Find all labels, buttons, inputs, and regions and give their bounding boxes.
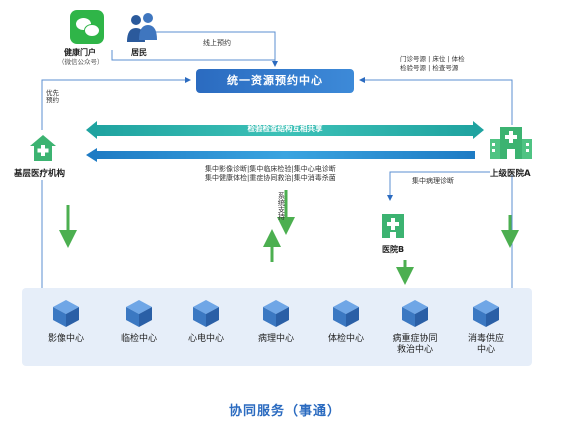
center-cube-icon	[126, 300, 152, 327]
band1-left-head	[86, 121, 97, 139]
portal-subtitle: （微信公众号）	[58, 58, 104, 66]
online-booking-label: 线上预约	[203, 39, 231, 47]
center-cube-icon	[193, 300, 219, 327]
center-label: 消毒供应 中心	[467, 334, 504, 356]
unified-booking-center: 统一资源预约中心	[196, 69, 354, 93]
resources-line1: 门诊号源 | 床位 | 体检	[400, 55, 465, 63]
band2-left-head	[86, 148, 97, 162]
center-label: 心电中心	[187, 334, 224, 344]
priority-booking-label: 优先预约	[46, 89, 59, 104]
upper-hospital-icon	[490, 127, 532, 159]
service-list-line2: 集中健康体检|重症协同救治|集中消毒杀菌	[205, 174, 336, 182]
lower-band	[95, 151, 475, 159]
primary-care-icon	[30, 135, 56, 161]
diagram-caption: 协同服务（事通）	[228, 404, 341, 419]
resources-line2: 检验号源 | 检查号源	[400, 64, 459, 72]
residents-label: 居民	[131, 48, 147, 57]
hospital-a-to-b-line	[387, 171, 490, 201]
portal-name: 健康门户	[64, 48, 96, 57]
sharing-band-label: 检验检查结构互相共享	[247, 124, 323, 133]
band1-right-head	[473, 121, 484, 139]
primary-care-label: 基层医疗机构	[14, 169, 66, 179]
center-label: 临检中心	[120, 334, 157, 344]
residents-icon	[127, 13, 157, 42]
center-label: 病理中心	[257, 334, 294, 344]
center-cube-icon	[473, 300, 499, 327]
hospital-b-label: 医院B	[382, 245, 405, 254]
center-cube-icon	[263, 300, 289, 327]
hospital-to-center-line	[359, 77, 513, 125]
portal-to-center-line	[111, 50, 278, 67]
wechat-icon	[70, 10, 104, 44]
center-label: 影像中心	[47, 334, 84, 344]
upper-hospital-label: 上级医院A	[490, 169, 531, 179]
center-cube-icon	[333, 300, 359, 327]
center-label: 体检中心	[327, 334, 364, 344]
primary-to-center-line	[41, 77, 191, 130]
sharing-band: 检验检查结构互相共享	[95, 124, 475, 136]
service-list-line1: 集中影像诊断|集中临床检验|集中心电诊断	[205, 165, 336, 173]
center-cube-icon	[53, 300, 79, 327]
vlabel-system-support: 系统支持	[277, 192, 286, 220]
center-label: 病重症协同 救治中心	[392, 334, 438, 356]
center-cube-icon	[402, 300, 428, 327]
pathology-label: 集中病理诊断	[412, 177, 454, 185]
residents-line	[145, 31, 276, 60]
hospital-b-icon	[382, 214, 404, 238]
